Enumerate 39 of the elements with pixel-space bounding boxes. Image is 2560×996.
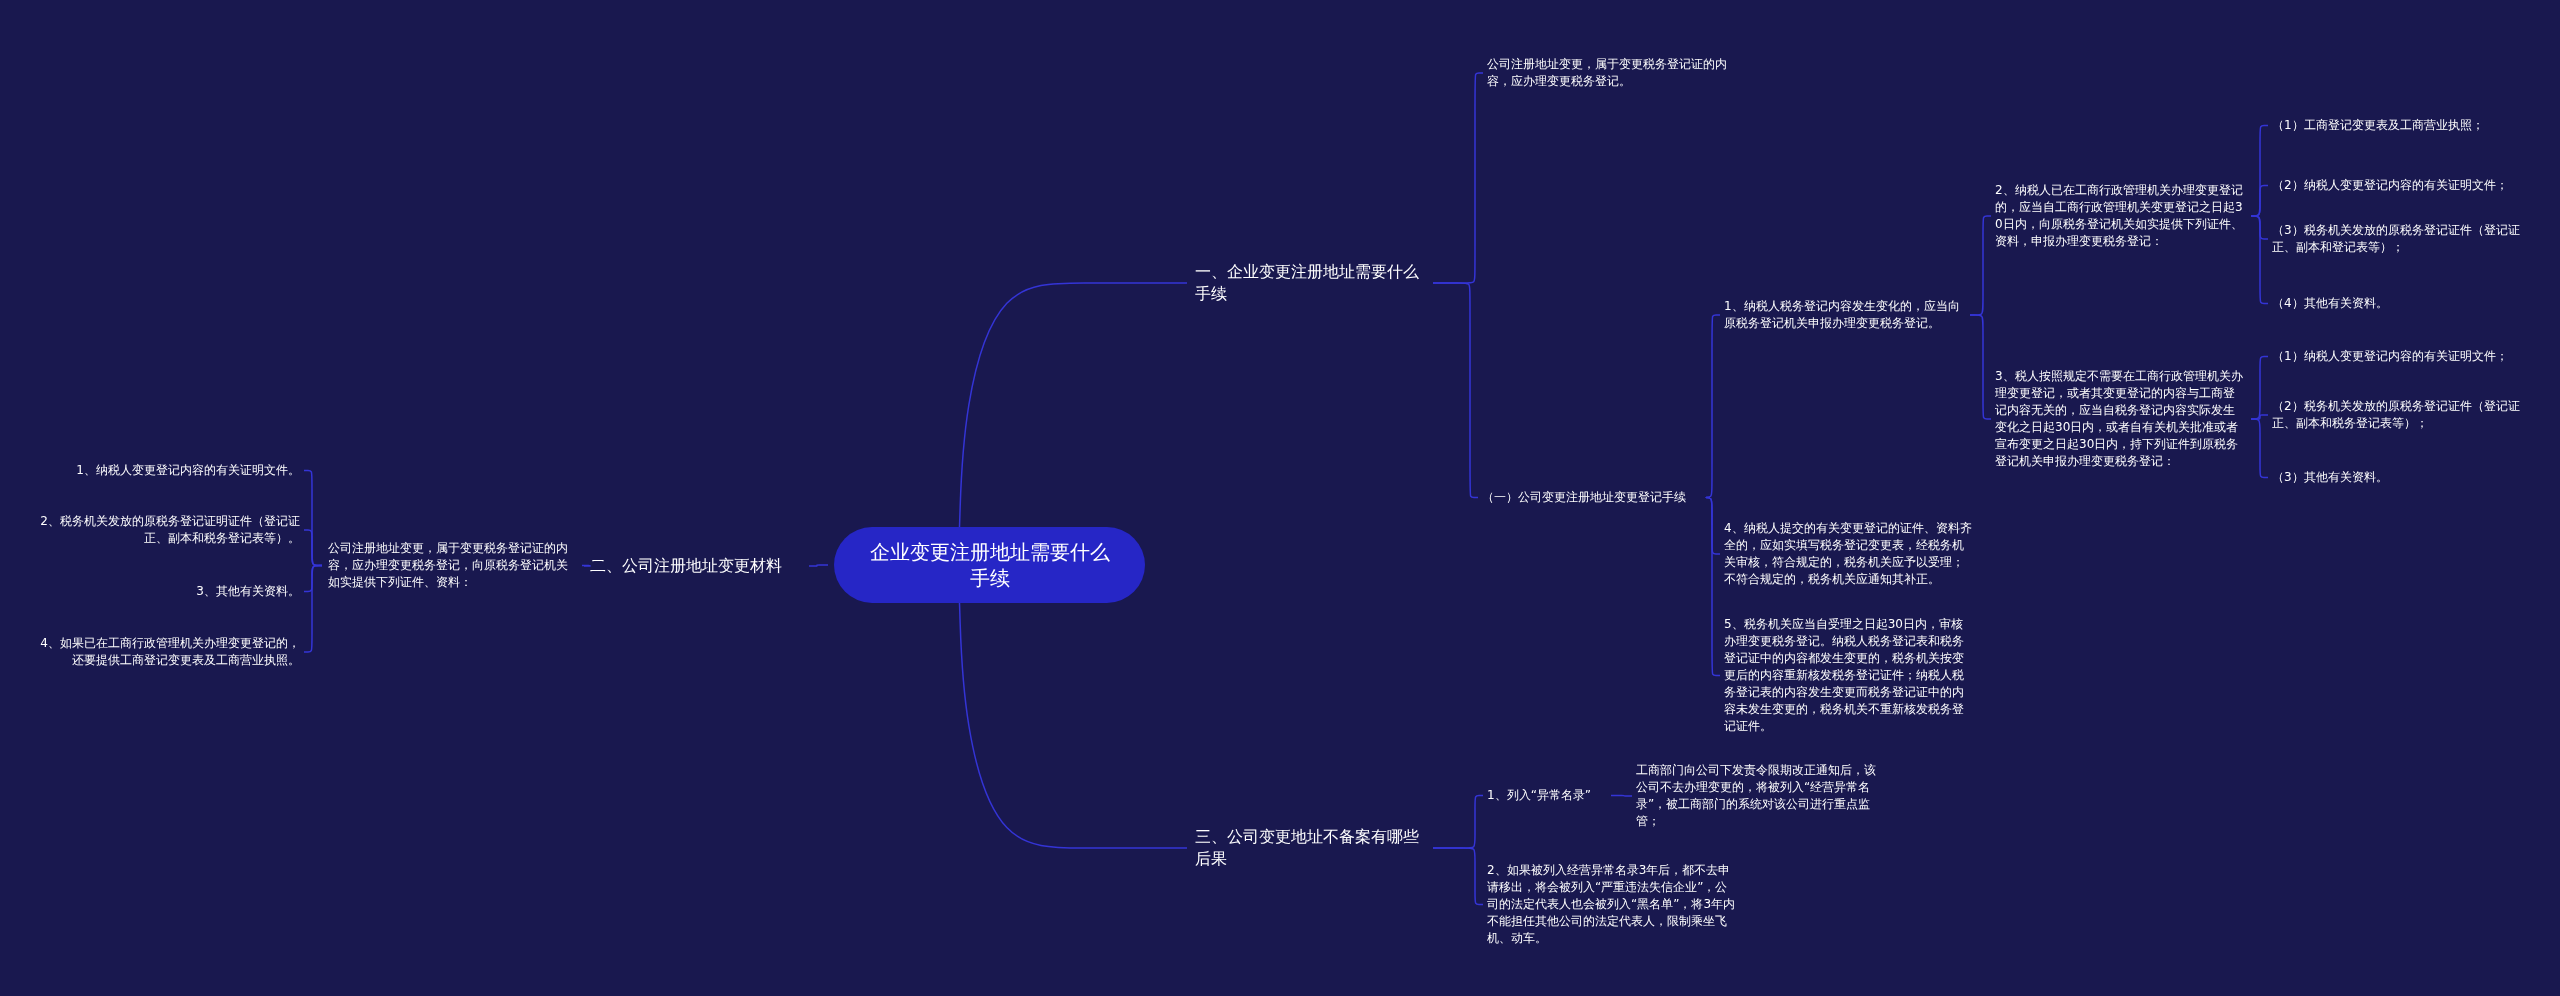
topic-text: （2）税务机关发放的原税务登记证件（登记证正、副本和税务登记表等）； [2272, 398, 2542, 432]
connector-line [1432, 847, 1484, 906]
connector-line [1432, 282, 1479, 499]
topic-text: （1）纳税人变更登记内容的有关证明文件； [2272, 348, 2542, 365]
topic-text: 1、列入“异常名录” [1487, 787, 1605, 804]
connector-line [958, 602, 1188, 849]
connector-line [2250, 418, 2269, 479]
branch-topic: 二、公司注册地址变更材料 [590, 555, 805, 577]
topic-text: （3）其他有关资料。 [2272, 469, 2542, 486]
connector-line [581, 564, 591, 567]
connector-line [1705, 314, 1721, 499]
topic-text: （4）其他有关资料。 [2272, 295, 2542, 312]
connector-line [958, 282, 1188, 528]
branch-topic: 一、企业变更注册地址需要什么手续 [1195, 261, 1427, 305]
topic-text: 3、税人按照规定不需要在工商行政管理机关办理变更登记，或者其变更登记的内容与工商登记内容无关的，应当自税务登记内容实际发生变化之日起30日内，或者自有关机关批准或者宣布变更之日起30日内，持下列证件到原税务登记机关申报办理变更税务登记： [1995, 368, 2245, 470]
topic-text: （1）工商登记变更表及工商营业执照； [2272, 117, 2542, 134]
topic-text: 2、如果被列入经营异常名录3年后，都不去申请移出，将会被列入“严重违法失信企业”，公司的法定代表人也会被列入“黑名单”，将3年内不能担任其他公司的法定代表人，限制乘坐飞机、动车。 [1487, 862, 1737, 947]
topic-text: 1、纳税人税务登记内容发生变化的，应当向原税务登记机关申报办理变更税务登记。 [1724, 298, 1964, 332]
topic-text: （一）公司变更注册地址变更登记手续 [1482, 489, 1704, 506]
topic-text: （3）税务机关发放的原税务登记证件（登记证正、副本和登记表等）； [2272, 222, 2542, 256]
topic-text: 工商部门向公司下发责令限期改正通知后，该公司不去办理变更的，将被列入“经营异常名录”，被工商部门的系统对该公司进行重点监管； [1636, 762, 1886, 830]
connector-line [808, 564, 829, 567]
connector-line [2250, 215, 2269, 305]
topic-text: 3、其他有关资料。 [40, 583, 300, 600]
topic-text: 5、税务机关应当自受理之日起30日内，审核办理变更税务登记。纳税人税务登记表和税务登记证中的内容都发生变更的，税务机关按变更后的内容重新核发税务登记证件；纳税人税务登记表的内容发生变更而税务登记证中的内容未发生变更的，税务机关不重新核发税务登记证件。 [1724, 616, 1974, 735]
connector-line [1705, 496, 1721, 677]
topic-text: 4、纳税人提交的有关变更登记的证件、资料齐全的，应如实填写税务登记变更表，经税务机关审核，符合规定的，税务机关应予以受理；不符合规定的，税务机关应通知其补正。 [1724, 520, 1974, 588]
topic-text: 公司注册地址变更，属于变更税务登记证的内容，应办理变更税务登记。 [1487, 56, 1737, 90]
topic-text: 公司注册地址变更，属于变更税务登记证的内容，应办理变更税务登记，向原税务登记机关如实提供下列证件、资料： [328, 540, 578, 591]
branch-topic: 三、公司变更地址不备案有哪些后果 [1195, 826, 1427, 870]
topic-text: 2、税务机关发放的原税务登记证明证件（登记证正、副本和税务登记表等）。 [40, 513, 300, 547]
topic-text: 1、纳税人变更登记内容的有关证明文件。 [40, 462, 300, 479]
topic-text: （2）纳税人变更登记内容的有关证明文件； [2272, 177, 2542, 194]
connector-line [1610, 794, 1633, 797]
connector-line [303, 564, 323, 653]
connector-line [1969, 314, 1992, 420]
root-topic: 企业变更注册地址需要什么手续 [834, 527, 1145, 603]
topic-text: 4、如果已在工商行政管理机关办理变更登记的，还要提供工商登记变更表及工商营业执照。 [40, 635, 300, 669]
topic-text: 2、纳税人已在工商行政管理机关办理变更登记的，应当自工商行政管理机关变更登记之日起30日内，向原税务登记机关如实提供下列证件、资料，申报办理变更税务登记： [1995, 182, 2245, 250]
